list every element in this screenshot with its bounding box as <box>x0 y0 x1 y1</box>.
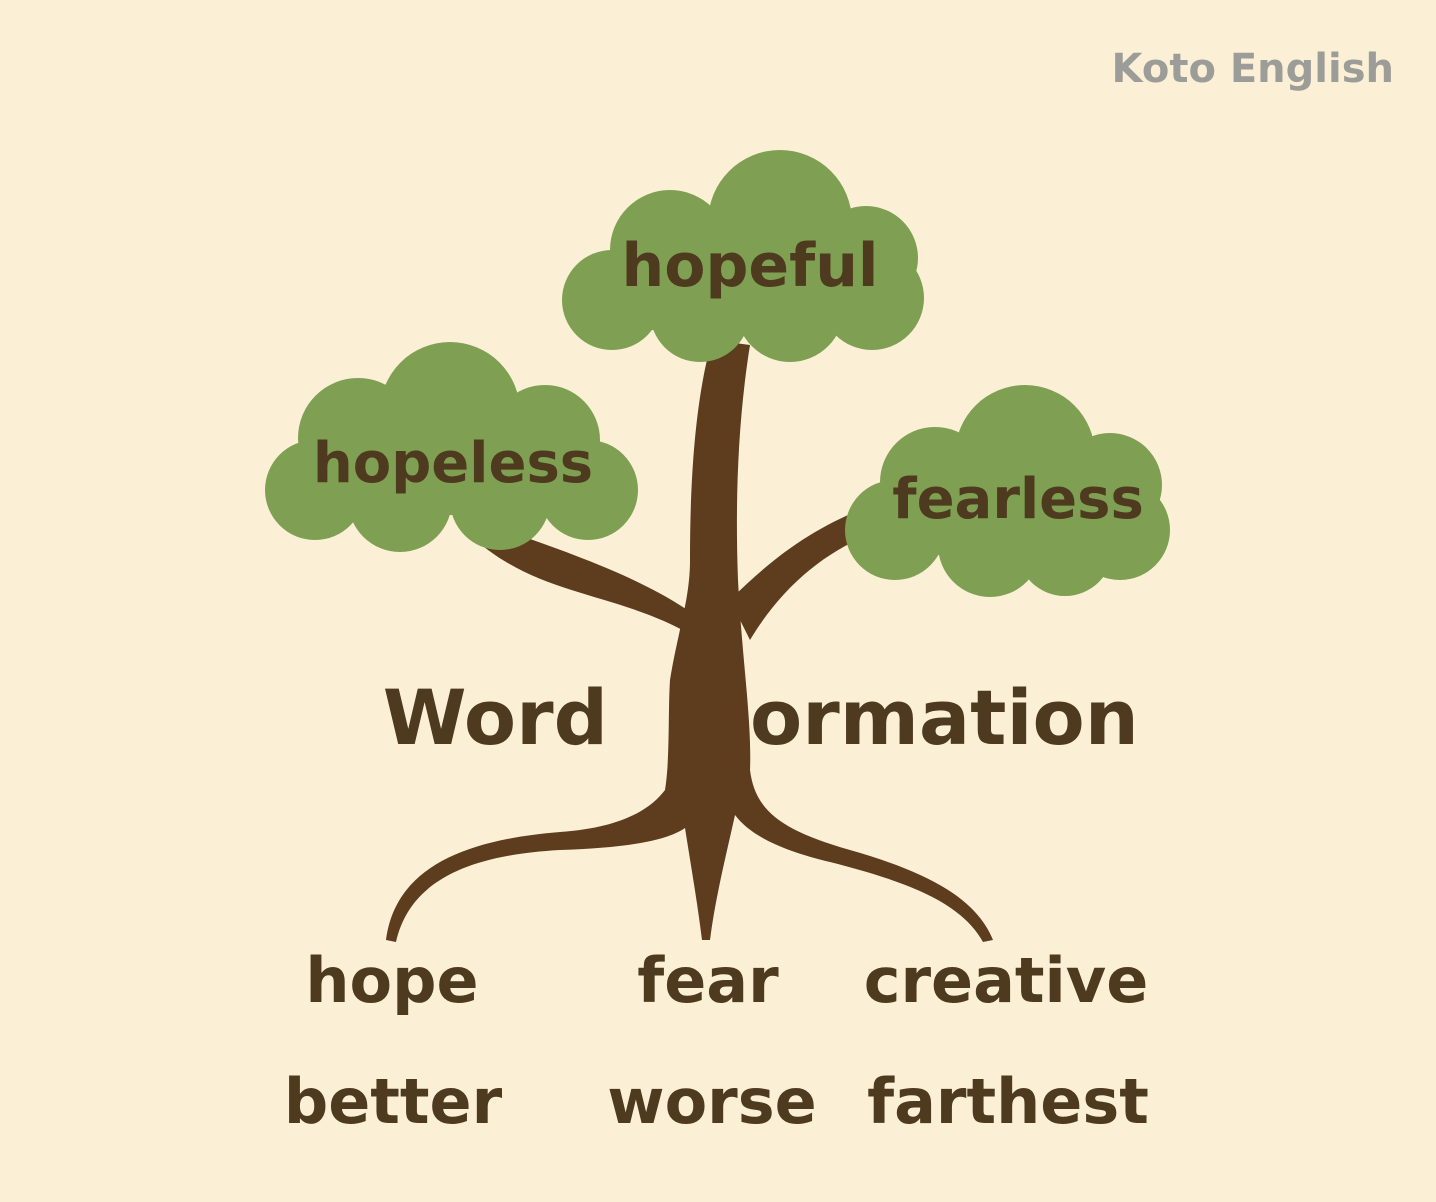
root-word-worse: worse <box>607 1065 816 1138</box>
root-word-fear: fear <box>637 944 779 1017</box>
root-word-hope: hope <box>305 944 478 1017</box>
branch-right <box>730 510 868 640</box>
title-word: Word <box>383 673 608 762</box>
foliage-right <box>845 385 1170 597</box>
root-word-creative: creative <box>864 944 1149 1017</box>
leaf-word-fearless: fearless <box>892 467 1144 532</box>
foliage-top <box>562 150 924 362</box>
brand-label: Koto English <box>1112 46 1394 92</box>
root-word-farthest: farthest <box>867 1065 1149 1138</box>
leaf-word-hopeless: hopeless <box>313 431 593 496</box>
title-formation: ormation <box>750 673 1139 762</box>
tree-trunk <box>386 340 993 942</box>
leaf-word-hopeful: hopeful <box>622 231 879 301</box>
branch-left <box>470 525 735 650</box>
foliage-left <box>265 342 638 552</box>
tree-branches <box>470 510 868 650</box>
root-word-better: better <box>284 1065 503 1138</box>
